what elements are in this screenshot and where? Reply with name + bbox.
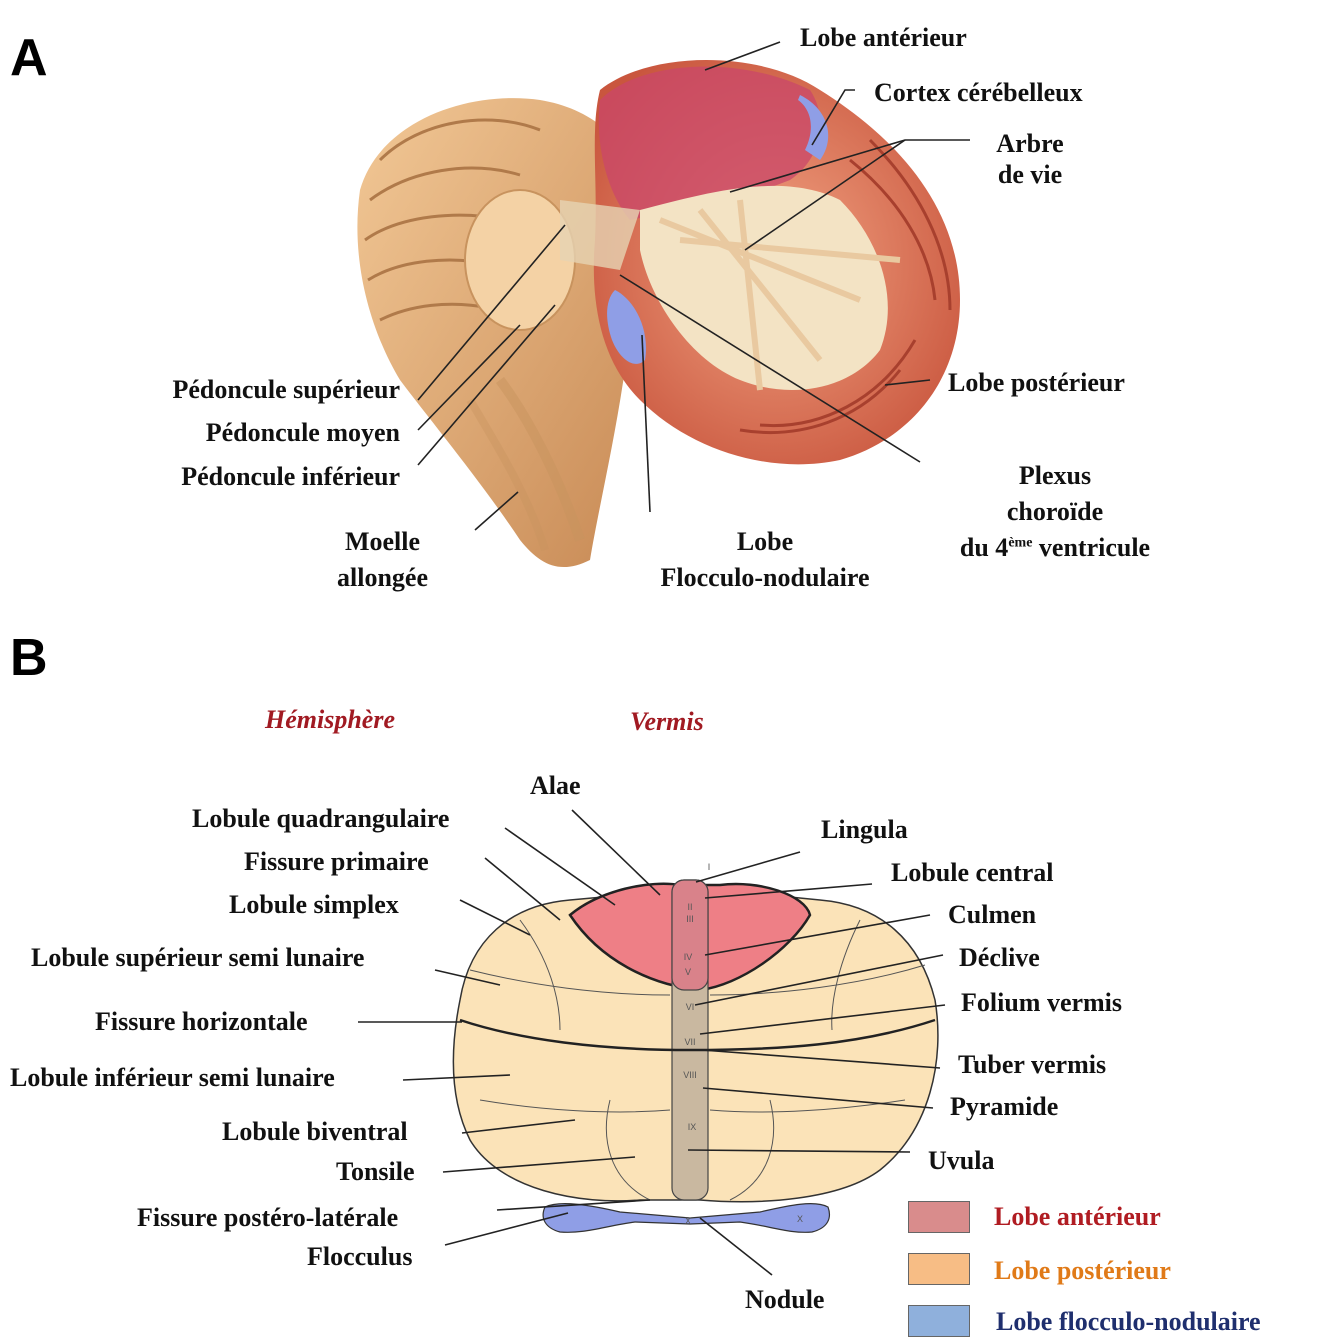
label-flocculus: Flocculus	[307, 1241, 412, 1272]
numeral-1: I	[708, 862, 711, 872]
cerebellum	[560, 60, 960, 464]
label-culmen: Culmen	[948, 899, 1036, 930]
numeral-2: II	[687, 902, 692, 912]
label-plexus-line3-pre: du 4	[960, 533, 1008, 562]
label-pyramide: Pyramide	[950, 1091, 1058, 1122]
label-lobe-posterieur-a: Lobe postérieur	[948, 367, 1125, 398]
label-declive: Déclive	[959, 942, 1040, 973]
panel-b-letter: B	[10, 632, 48, 684]
label-pedoncule-superieur: Pédoncule supérieur	[110, 374, 400, 405]
header-vermis: Vermis	[630, 707, 704, 737]
label-alae: Alae	[530, 770, 581, 801]
legend-swatch-anterieur	[908, 1201, 970, 1233]
numeral-10-right: X	[797, 1214, 803, 1224]
numeral-5: V	[685, 967, 691, 977]
legend-swatch-flocculo-nodulaire	[908, 1305, 970, 1337]
label-folium-vermis: Folium vermis	[961, 987, 1122, 1018]
label-pedoncule-moyen: Pédoncule moyen	[110, 417, 400, 448]
label-arbre-line1: Arbre	[970, 128, 1090, 159]
label-cortex-cerebelleux: Cortex cérébelleux	[874, 77, 1083, 108]
label-plexus-line2: choroïde	[930, 494, 1180, 530]
legend-label-posterieur: Lobe postérieur	[994, 1256, 1171, 1286]
label-flocc-line1: Lobe	[640, 524, 890, 560]
label-fissure-horizontale: Fissure horizontale	[95, 1006, 308, 1037]
legend-label-flocculo-nodulaire: Lobe flocculo-nodulaire	[996, 1307, 1261, 1337]
label-plexus-line3: du 4ème ventricule	[930, 530, 1180, 566]
label-tuber-vermis: Tuber vermis	[958, 1049, 1106, 1080]
label-arbre-line2: de vie	[970, 159, 1090, 190]
legend-swatch-posterieur	[908, 1253, 970, 1285]
label-flocc-line2: Flocculo-nodulaire	[640, 560, 890, 596]
label-moelle-line1: Moelle	[310, 524, 455, 560]
label-lobule-simplex: Lobule simplex	[229, 889, 399, 920]
label-lobule-quadrangulaire: Lobule quadrangulaire	[192, 803, 449, 834]
legend-label-anterieur: Lobe antérieur	[994, 1202, 1161, 1232]
label-moelle-line2: allongée	[310, 560, 455, 596]
numeral-7: VII	[684, 1037, 695, 1047]
label-arbre-de-vie: Arbre de vie	[970, 128, 1090, 190]
label-lingula: Lingula	[821, 814, 908, 845]
numeral-4: IV	[684, 952, 693, 962]
numeral-9: IX	[688, 1122, 697, 1132]
label-plexus-line1: Plexus	[930, 458, 1180, 494]
label-plexus-line3-sup: ème	[1008, 535, 1032, 550]
label-lobule-superieur-semi-lunaire: Lobule supérieur semi lunaire	[31, 942, 364, 973]
label-nodule: Nodule	[745, 1284, 824, 1315]
label-lobe-anterieur-a: Lobe antérieur	[800, 22, 967, 53]
label-uvula: Uvula	[928, 1145, 994, 1176]
label-lobule-biventral: Lobule biventral	[222, 1116, 408, 1147]
numeral-10: X	[685, 1216, 691, 1226]
label-lobule-central: Lobule central	[891, 857, 1054, 888]
label-fissure-primaire: Fissure primaire	[244, 846, 429, 877]
label-lobule-inferieur-semi-lunaire: Lobule inférieur semi lunaire	[10, 1062, 335, 1093]
numeral-6: VI	[686, 1002, 695, 1012]
label-pedoncule-inferieur: Pédoncule inférieur	[110, 461, 400, 492]
header-hemisphere: Hémisphère	[265, 705, 395, 735]
label-plexus-line3-post: ventricule	[1032, 533, 1150, 562]
label-plexus-choroide: Plexus choroïde du 4ème ventricule	[930, 458, 1180, 566]
label-fissure-postero-laterale: Fissure postéro-latérale	[137, 1202, 398, 1233]
numeral-8: VIII	[683, 1070, 697, 1080]
label-lobe-flocculo-nodulaire-a: Lobe Flocculo-nodulaire	[640, 524, 890, 596]
numeral-3: III	[686, 914, 694, 924]
label-moelle-allongee: Moelle allongée	[310, 524, 455, 596]
label-tonsile: Tonsile	[336, 1156, 415, 1187]
